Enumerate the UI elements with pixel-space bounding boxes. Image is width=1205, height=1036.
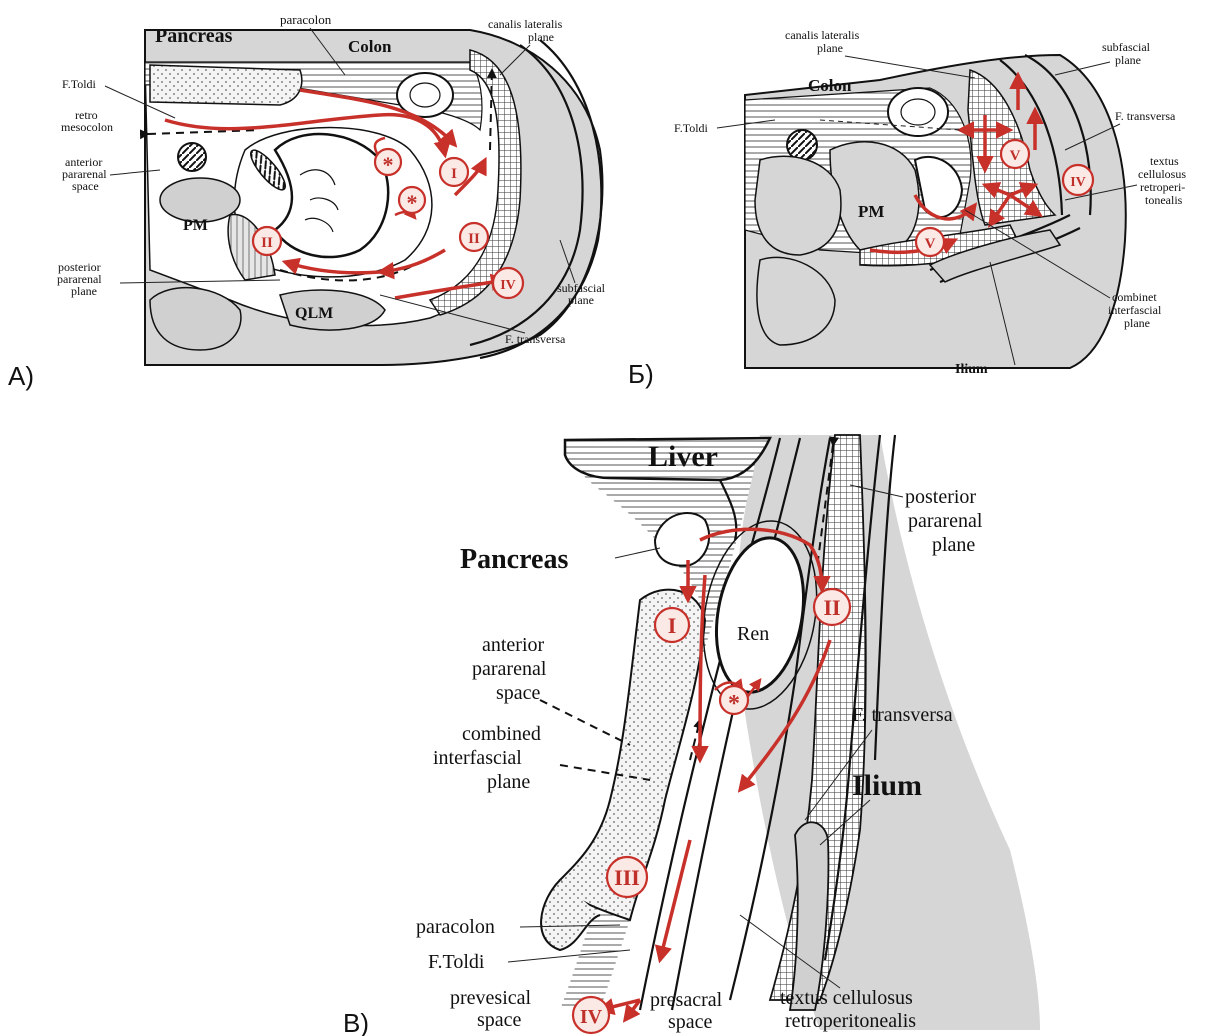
c-label-anterior-3: space [496, 682, 541, 704]
c-label-combined-1: combined [462, 723, 541, 745]
c-label-presacral-1: presacral [650, 989, 723, 1011]
c-label-posterior-3: plane [932, 534, 975, 556]
b-label-textus-3: retroperi- [1140, 180, 1185, 194]
a-kidney-shape [275, 134, 388, 257]
a-label-canalis-1: canalis lateralis [488, 17, 563, 31]
a-pancreas-shape [150, 65, 302, 105]
c-label-ilium: Ilium [852, 769, 922, 802]
c-label-combined-3: plane [487, 771, 530, 793]
b-label-ilium: Ilium [955, 362, 988, 377]
b-label-canalis-2: plane [817, 41, 843, 55]
b-marker-v-lower: V [925, 236, 936, 252]
a-label-canalis-2: plane [528, 30, 554, 44]
b-label-subfascial-1: subfascial [1102, 40, 1151, 54]
c-label-paracolon: paracolon [416, 916, 495, 938]
a-marker-ii-right: II [468, 231, 480, 247]
b-marker-iv: IV [1070, 175, 1086, 190]
b-label-combinet-1: combinet [1112, 290, 1157, 304]
b-label-combinet-2: interfascial [1108, 303, 1162, 317]
c-label-anterior-2: pararenal [472, 658, 547, 680]
c-marker-iv: IV [580, 1006, 603, 1028]
a-label-subfascial-2: plane [568, 293, 594, 307]
a-label-ftransversa: F. transversa [505, 332, 566, 346]
a-label-pancreas: Pancreas [155, 25, 233, 47]
c-marker-star: * [728, 691, 740, 717]
b-marker-v-upper: V [1010, 148, 1021, 164]
c-label-pancreas: Pancreas [460, 544, 568, 575]
b-label-ftoldi: F.Toldi [674, 121, 709, 135]
c-marker-ii: II [823, 595, 840, 620]
c-label-ren: Ren [737, 623, 769, 645]
a-label-qlm: QLM [295, 305, 333, 322]
c-label-prevesical-2: space [477, 1009, 522, 1031]
b-label-textus-1: textus [1150, 154, 1179, 168]
a-panel-letter: А) [8, 361, 34, 391]
b-panel-letter: Б) [628, 359, 654, 389]
c-label-textus-2: retroperitonealis [785, 1010, 916, 1032]
b-label-subfascial-2: plane [1115, 53, 1141, 67]
b-label-textus-2: cellulosus [1138, 167, 1186, 181]
a-marker-iv: IV [500, 278, 516, 293]
panel-a [145, 30, 603, 365]
a-marker-i: I [451, 166, 457, 182]
a-colon-shape [397, 73, 453, 117]
a-marker-ii-left: II [261, 235, 273, 251]
c-marker-i: I [668, 613, 677, 638]
a-label-anterior-3: space [72, 179, 99, 193]
c-label-combined-2: interfascial [433, 747, 522, 769]
b-label-combinet-3: plane [1124, 316, 1150, 330]
c-label-posterior-2: pararenal [908, 510, 983, 532]
c-panel-letter: В) [343, 1008, 369, 1036]
a-label-posterior-3: plane [71, 284, 97, 298]
a-label-retro-2: mesocolon [61, 120, 113, 134]
c-label-ftransversa: F. transversa [852, 704, 953, 726]
a-label-paracolon: paracolon [280, 12, 332, 27]
a-marker-star-1: * [383, 152, 394, 177]
a-marker-star-2: * [407, 190, 418, 215]
c-marker-iii: III [614, 865, 640, 890]
c-label-ftoldi: F.Toldi [428, 951, 485, 973]
c-label-posterior-1: posterior [905, 486, 976, 508]
c-label-prevesical-1: prevesical [450, 987, 532, 1009]
c-label-textus-1: textus cellulosus [780, 987, 913, 1009]
c-label-anterior-1: anterior [482, 634, 545, 656]
a-label-ftoldi: F.Toldi [62, 77, 97, 91]
b-label-textus-4: tonealis [1145, 193, 1183, 207]
b-label-colon: Colon [808, 76, 852, 95]
c-label-liver: Liver [648, 440, 718, 473]
b-label-ftransversa: F. transversa [1115, 109, 1176, 123]
a-label-colon: Colon [348, 37, 392, 56]
b-label-pm: PM [858, 202, 884, 221]
panel-b [745, 55, 1126, 368]
a-label-pm: PM [183, 217, 208, 234]
c-label-presacral-2: space [668, 1011, 713, 1033]
b-label-canalis-1: canalis lateralis [785, 28, 860, 42]
